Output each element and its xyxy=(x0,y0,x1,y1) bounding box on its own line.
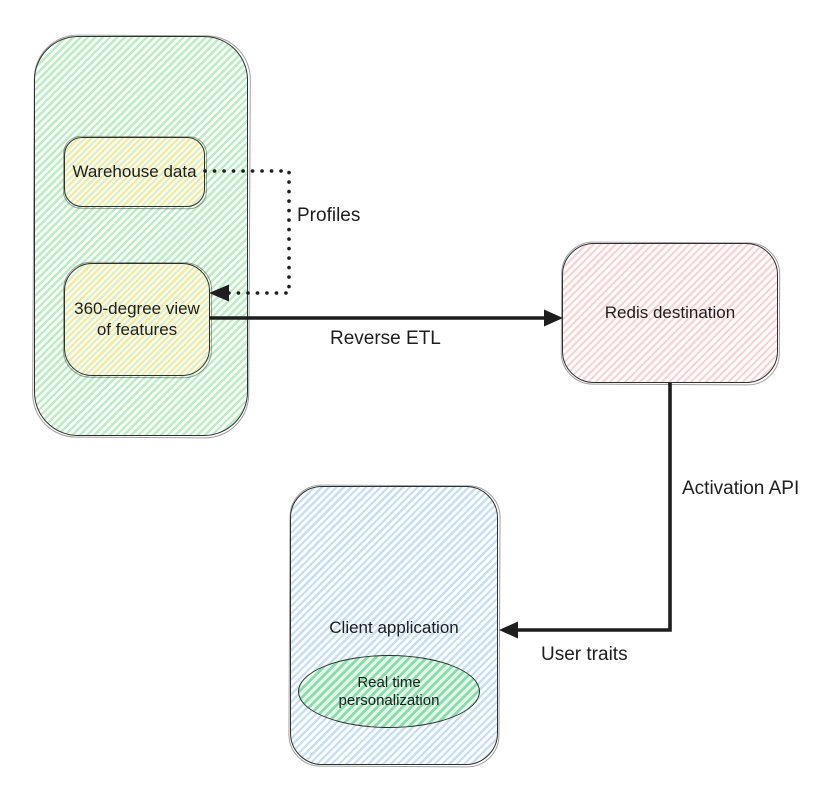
edge-user-traits-arrowhead-icon xyxy=(499,621,518,639)
node-warehouse-data: Warehouse data xyxy=(64,137,205,207)
edge-reverse-etl-arrowhead-icon xyxy=(544,309,563,327)
edge-activation-user-traits-path xyxy=(517,383,672,632)
node-redis-destination-label: Redis destination xyxy=(604,303,736,322)
edge-label-user-traits: User traits xyxy=(541,644,628,665)
edge-label-reverse-etl: Reverse ETL xyxy=(330,328,441,349)
node-360-view-label-line2: of features xyxy=(96,319,178,339)
edge-label-activation-api: Activation API xyxy=(682,478,800,499)
node-group-container xyxy=(34,36,248,436)
node-360-view-label: 360-degree view of features xyxy=(74,299,200,339)
node-warehouse-data-label: Warehouse data xyxy=(72,162,197,181)
node-real-time-personalization-line1: Real time xyxy=(357,673,421,691)
node-real-time-personalization-label: Real time personalization xyxy=(339,674,440,710)
node-360-view: 360-degree view of features xyxy=(64,263,210,376)
node-real-time-personalization: Real time personalization xyxy=(298,655,480,728)
node-redis-destination: Redis destination xyxy=(562,243,778,383)
edge-label-profiles: Profiles xyxy=(297,205,361,226)
node-360-view-label-line1: 360-degree view xyxy=(74,299,200,319)
node-real-time-personalization-line2: personalization xyxy=(338,691,440,709)
node-client-application-label: Client application xyxy=(329,618,459,637)
